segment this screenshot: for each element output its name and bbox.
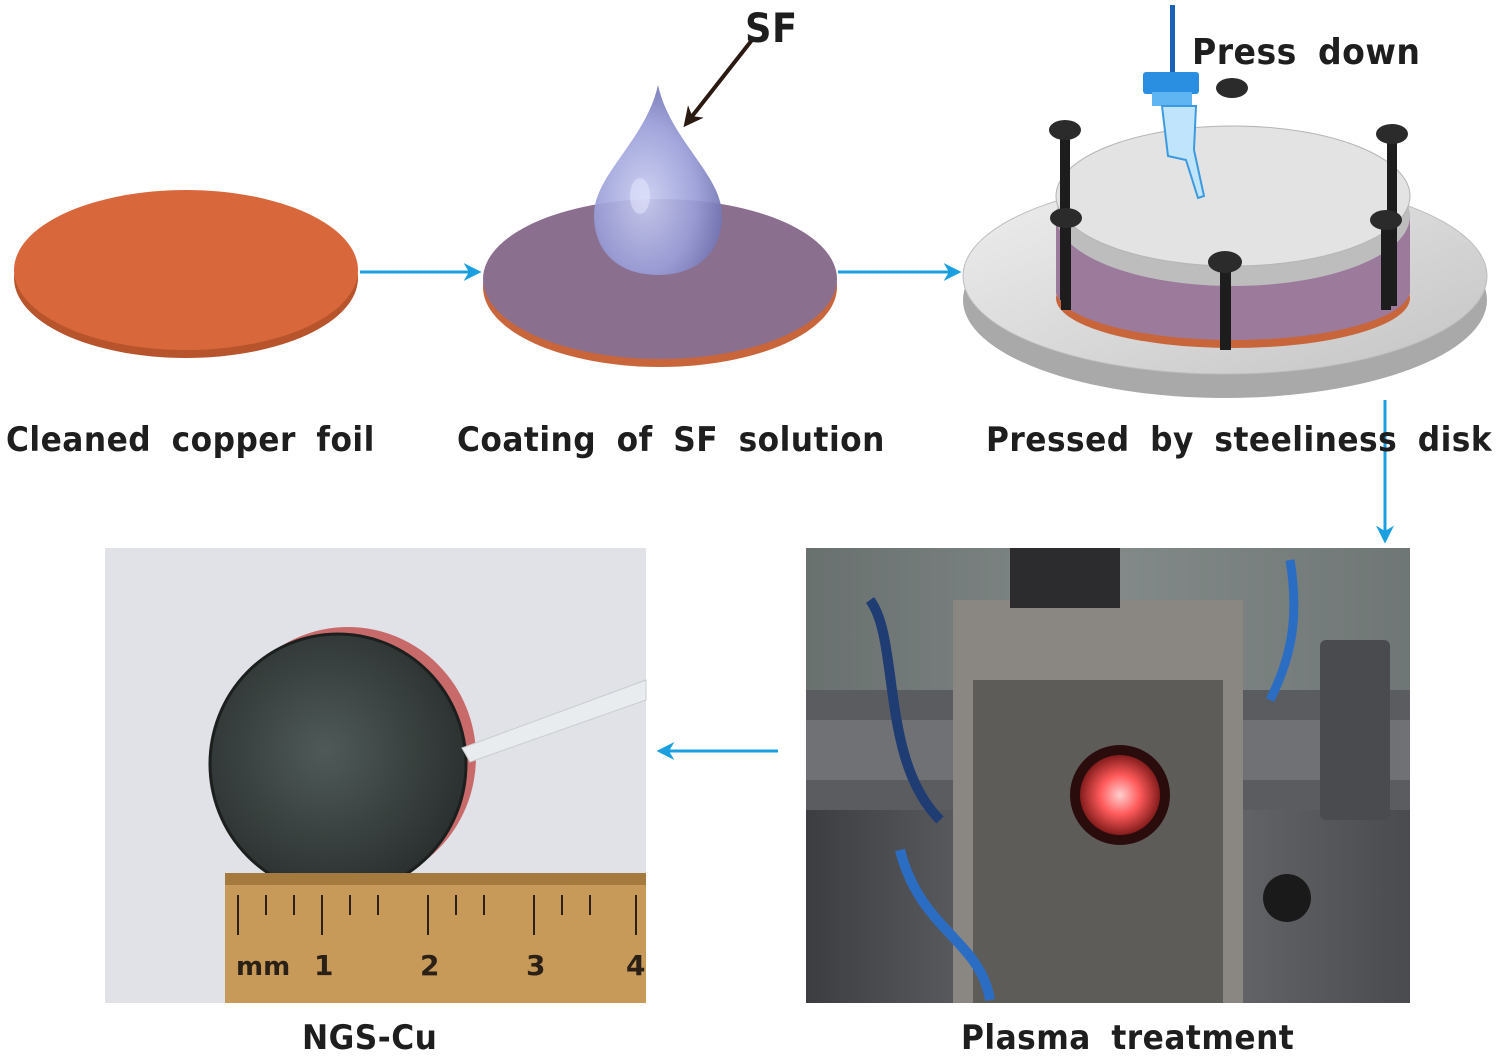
ruler-number-4: 4 — [626, 949, 645, 982]
step-3-caption: Pressed by steeliness disk — [986, 420, 1493, 460]
ruler-number-2: 2 — [420, 949, 439, 982]
steel-top-disk — [1055, 125, 1411, 286]
step-2-caption: Coating of SF solution — [457, 420, 885, 460]
screw-bolts — [1049, 78, 1408, 350]
coated-disk — [483, 199, 837, 367]
sf-label: SF — [745, 6, 798, 52]
step-4-caption: Plasma treatment — [961, 1018, 1295, 1058]
sf-pointer-arrow — [683, 38, 754, 128]
copper-foil-disk — [14, 190, 358, 358]
sf-droplet — [594, 85, 722, 275]
ngs-cu-photo — [105, 548, 647, 1003]
ruler-ticks — [237, 895, 637, 935]
ruler-number-1: 1 — [314, 949, 333, 982]
plasma-reactor-photo — [806, 548, 1410, 1003]
ruler-labels: mm 1 2 3 4 — [236, 949, 645, 982]
press-hand-icon — [1143, 5, 1206, 200]
step-5-caption: NGS-Cu — [302, 1018, 438, 1058]
ruler-number-3: 3 — [526, 949, 545, 982]
step-1-caption: Cleaned copper foil — [6, 420, 375, 460]
ruler-unit: mm — [236, 952, 290, 982]
press-down-label: Press down — [1192, 32, 1421, 73]
